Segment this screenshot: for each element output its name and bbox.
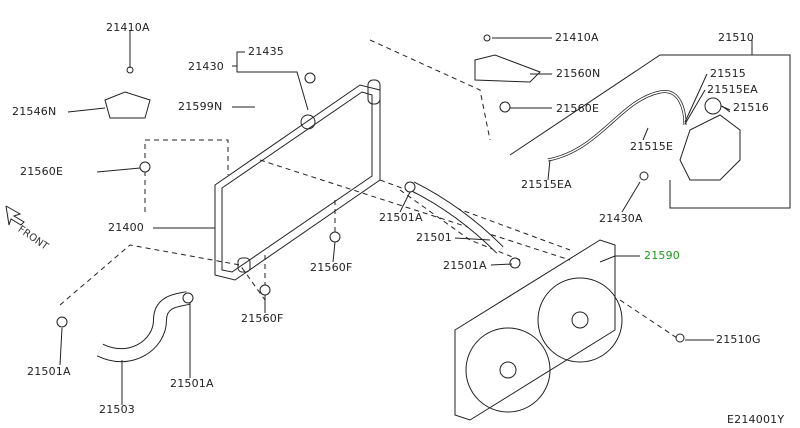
- part-label: 21546N: [12, 105, 57, 118]
- part-label: 21503: [99, 403, 135, 416]
- figure-code: E214001Y: [727, 413, 785, 426]
- guide-lines: [59, 39, 681, 341]
- part-label: 21560E: [556, 102, 600, 115]
- part-label: 21410A: [555, 31, 599, 44]
- part-label: 21410A: [106, 21, 150, 34]
- part-label: 21599N: [178, 100, 223, 113]
- part-label: 21501A: [379, 211, 423, 224]
- part-label: 21501A: [27, 365, 71, 378]
- part-label: 21560E: [20, 165, 64, 178]
- part-label: 21430: [188, 60, 224, 73]
- part-label: 21510: [718, 31, 754, 44]
- bracket-left: [104, 91, 151, 119]
- leader-lines: [59, 30, 731, 405]
- part-label: 21515EA: [521, 178, 572, 191]
- part-label: 21435: [248, 45, 284, 58]
- part-label: 21400: [108, 221, 144, 234]
- bracket-right: [474, 54, 541, 83]
- part-label-highlighted[interactable]: 21590: [644, 249, 680, 262]
- part-label: 21515EA: [707, 83, 758, 96]
- part-label: 21501: [416, 231, 452, 244]
- part-label: 21560F: [310, 261, 353, 274]
- part-label: 21510G: [716, 333, 761, 346]
- part-label: 21501A: [170, 377, 214, 390]
- reservoir-box: [509, 54, 791, 209]
- reservoir-tank-21510: [679, 97, 741, 181]
- part-label: 21516: [733, 101, 769, 114]
- part-label: 21430A: [599, 212, 643, 225]
- part-label: 21515: [710, 67, 746, 80]
- radiator-21400: [214, 79, 381, 281]
- part-label: 21560N: [556, 67, 601, 80]
- front-arrow-icon: [5, 205, 25, 226]
- part-label: 21501A: [443, 259, 487, 272]
- part-label: 21515E: [630, 140, 674, 153]
- part-label: 21560F: [241, 312, 284, 325]
- fan-shroud-21590: [454, 239, 623, 421]
